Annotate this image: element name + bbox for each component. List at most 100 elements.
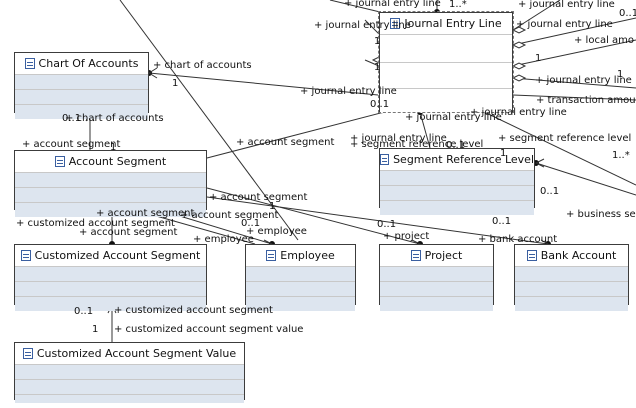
class-icon: [20, 250, 31, 261]
role-label: + account segment: [236, 137, 335, 148]
role-label: + journal entry line: [344, 0, 441, 9]
class-bank-account[interactable]: Bank Account: [514, 244, 629, 311]
extra-compartment: [380, 200, 534, 215]
class-icon: [266, 250, 277, 261]
attributes-compartment: [15, 364, 244, 379]
class-customized-account-segment-value[interactable]: Customized Account Segment Value: [14, 342, 245, 403]
association-line: [206, 187, 421, 245]
attributes-compartment: [380, 266, 493, 281]
class-name: Project: [424, 249, 463, 262]
extra-compartment: [515, 296, 628, 311]
role-label: + journal entry line: [350, 133, 447, 144]
role-label: + employee: [246, 226, 307, 237]
class-icon: [24, 58, 35, 69]
multiplicity-label: 0..1: [492, 216, 512, 227]
attributes-compartment: [15, 172, 206, 187]
role-label: + chart of accounts: [153, 60, 252, 71]
aggregation-diamond: [511, 74, 527, 82]
class-project[interactable]: Project: [379, 244, 494, 311]
class-account-segment[interactable]: Account Segment: [14, 150, 207, 217]
operations-compartment: [380, 62, 512, 88]
attributes-compartment: [380, 34, 512, 62]
role-label: + account segment: [96, 208, 195, 219]
association-line: [512, 77, 636, 89]
multiplicity-label: 0..1: [370, 99, 390, 110]
class-chart-of-accounts[interactable]: Chart Of Accounts: [14, 52, 149, 119]
association-line: [119, 0, 299, 241]
association-line: [512, 17, 636, 46]
attributes-compartment: [515, 266, 628, 281]
role-label: + account segment: [79, 227, 178, 238]
aggregation-diamond: [511, 26, 527, 34]
role-label: + bank account: [478, 234, 558, 245]
association-line: [329, 0, 381, 13]
class-icon: [54, 156, 65, 167]
role-label: + local amo: [574, 35, 635, 46]
class-name: Journal Entry Line: [404, 17, 502, 30]
class-icon: [22, 348, 33, 359]
extra-compartment: [246, 296, 355, 311]
attributes-compartment: [15, 266, 206, 281]
role-label: + account segment: [209, 192, 308, 203]
operations-compartment: [15, 89, 148, 104]
multiplicity-label: 0..1: [74, 306, 94, 317]
class-icon: [410, 250, 421, 261]
multiplicity-label: 1: [269, 201, 276, 212]
class-name: Segment Reference Level: [393, 153, 534, 166]
association-line: [206, 196, 549, 245]
association-line: [148, 72, 379, 96]
role-label: + journal entry line: [470, 107, 567, 118]
role-label: + employee: [193, 234, 254, 245]
operations-compartment: [15, 187, 206, 202]
multiplicity-label: 1..*: [449, 0, 467, 10]
aggregation-diamond: [511, 62, 527, 70]
role-label: + segment reference level: [350, 139, 484, 150]
operations-compartment: [15, 379, 244, 394]
association-line: [512, 0, 561, 31]
association-line: [512, 39, 636, 67]
class-customized-account-segment[interactable]: Customized Account Segment: [14, 244, 207, 311]
role-label: + customized account segment: [16, 218, 175, 229]
association-line: [479, 109, 636, 186]
role-label: + journal entry line: [518, 0, 615, 10]
association-line: [364, 59, 380, 67]
multiplicity-label: 0..1: [377, 219, 397, 230]
class-name: Customized Account Segment Value: [36, 347, 237, 360]
class-name: Chart Of Accounts: [38, 57, 139, 70]
operations-compartment: [380, 185, 534, 200]
multiplicity-label: 0..1: [446, 140, 466, 151]
multiplicity-label: 1..*: [612, 150, 630, 161]
extra-compartment: [15, 296, 206, 311]
multiplicity-label: 0..1: [241, 218, 261, 229]
role-label: + segment reference level: [498, 133, 632, 144]
role-label: + customized account segment: [114, 305, 273, 316]
class-name: Bank Account: [540, 249, 617, 262]
role-label: + journal entry line: [314, 20, 411, 31]
role-label: + chart of accounts: [65, 113, 164, 124]
association-line: [535, 162, 636, 196]
class-employee[interactable]: Employee: [245, 244, 356, 311]
attributes-compartment: [380, 170, 534, 185]
arrowhead: [534, 158, 545, 168]
multiplicity-label: 1: [374, 62, 381, 73]
multiplicity-label: 1: [374, 36, 381, 47]
role-label: + journal entry line: [300, 86, 397, 97]
role-label: + journal entry line: [535, 75, 632, 86]
class-journal-entry-line[interactable]: Journal Entry Line: [378, 11, 514, 113]
multiplicity-label: 1: [535, 53, 542, 64]
operations-compartment: [246, 281, 355, 296]
class-segment-reference-level[interactable]: Segment Reference Level: [379, 148, 535, 215]
role-label: + business segm: [566, 209, 636, 220]
multiplicity-label: 1: [172, 78, 179, 89]
operations-compartment: [15, 281, 206, 296]
association-line: [206, 107, 401, 159]
multiplicity-label: 1: [500, 148, 507, 159]
extra-compartment: [15, 394, 244, 403]
multiplicity-label: 0..1: [619, 8, 636, 19]
role-label: + journal entry line: [405, 112, 502, 123]
attributes-compartment: [15, 74, 148, 89]
role-label: + transaction amou: [536, 95, 636, 106]
operations-compartment: [380, 281, 493, 296]
operations-compartment: [515, 281, 628, 296]
